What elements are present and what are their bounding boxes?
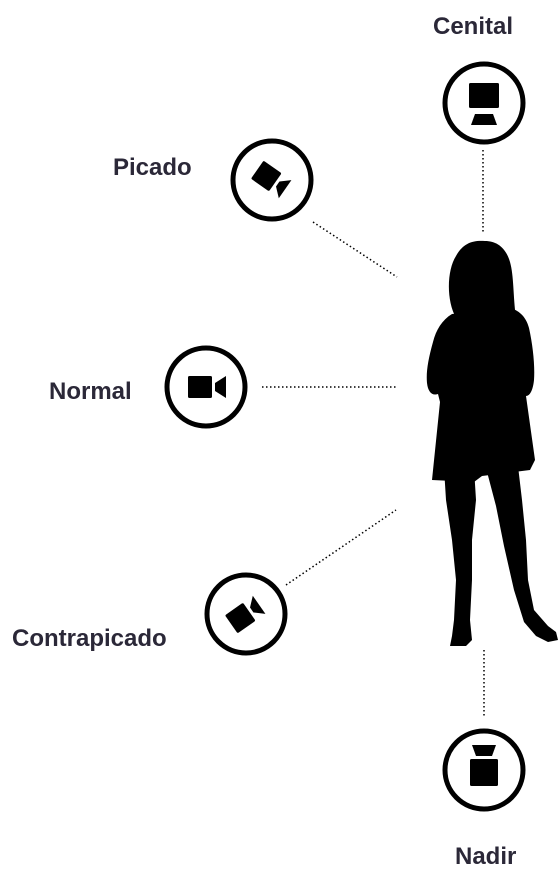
under-camera-icon [442,728,526,812]
normal-label: Normal [49,378,132,405]
overhead-camera-icon [442,61,526,145]
contrapicado-label: Contrapicado [12,625,167,652]
nadir-label: Nadir [455,843,517,870]
picado-label: Picado [113,154,192,181]
eye-level-camera-icon [164,345,248,429]
woman-silhouette-icon [426,240,558,646]
contrapicado-connector [285,509,397,586]
low-angle-camera-icon [204,572,288,656]
picado-connector [312,221,398,278]
cenital-label: Cenital [433,13,514,40]
high-angle-camera-icon [230,138,314,222]
